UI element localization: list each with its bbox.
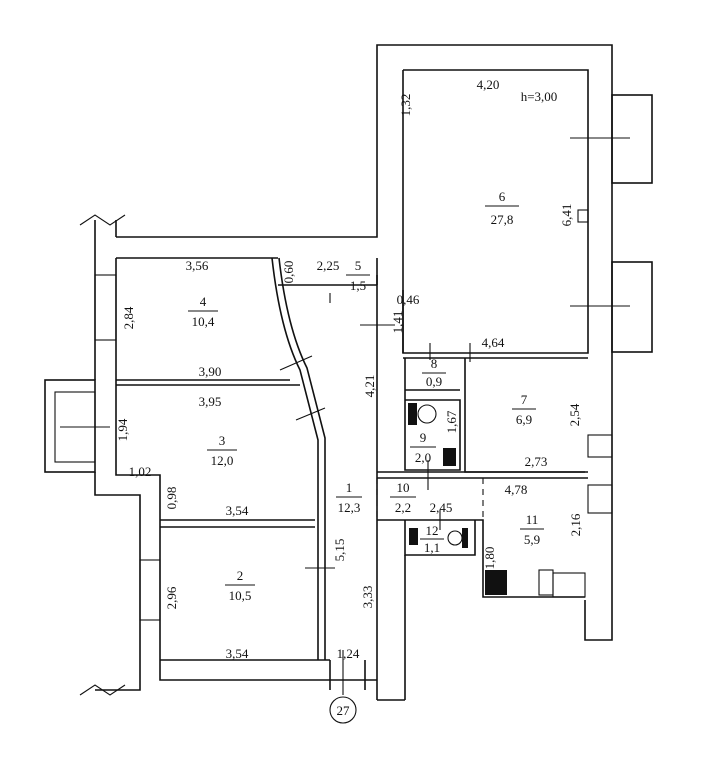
dimension: 3,56 <box>186 258 209 273</box>
dimension: 2,25 <box>317 258 340 273</box>
dimension: 4,78 <box>505 482 528 497</box>
room-area: 12,3 <box>338 500 361 515</box>
room-number: 2 <box>237 568 244 583</box>
room-number: 9 <box>420 430 427 445</box>
dimension: 2,16 <box>568 513 583 536</box>
room-number: 12 <box>426 523 439 538</box>
room-number: 5 <box>355 258 362 273</box>
room-6-label: 627,8 <box>485 189 519 227</box>
room-3-label: 312,0 <box>207 433 237 468</box>
dimension: 1,67 <box>444 410 459 433</box>
room-area: 0,9 <box>426 374 442 389</box>
dimension: 4,21 <box>362 375 377 398</box>
room-area: 6,9 <box>516 412 532 427</box>
dimension: 1,32 <box>398 94 413 117</box>
room-number: 7 <box>521 392 528 407</box>
walls <box>44 44 653 701</box>
dimension: 3,95 <box>199 394 222 409</box>
room-11-label: 115,9 <box>520 512 544 547</box>
room-area: 1,1 <box>424 540 440 555</box>
building-number: 27 <box>337 703 351 718</box>
fixtures <box>408 403 586 598</box>
room-area: 27,8 <box>491 212 514 227</box>
sink-icon <box>443 448 456 466</box>
dimension-labels: 4,20 h=3,00 1,32 6,41 3,56 0,60 2,25 0,4… <box>115 77 583 661</box>
dimension: 2,84 <box>121 306 136 329</box>
dimension: 2,96 <box>164 586 179 609</box>
dimension: 2,54 <box>567 403 582 426</box>
dimension: 5,15 <box>332 539 347 562</box>
sink-icon <box>409 528 418 545</box>
room-2-label: 210,5 <box>225 568 255 603</box>
room-number: 8 <box>431 356 438 371</box>
dimension: 1,24 <box>337 646 360 661</box>
room-4-label: 410,4 <box>188 294 218 329</box>
dimension: 1,94 <box>115 418 130 441</box>
dimension: 2,73 <box>525 454 548 469</box>
room-area: 12,0 <box>211 453 234 468</box>
room-8-label: 80,9 <box>422 356 446 389</box>
room-area: 1,5 <box>350 278 366 293</box>
room-area: 5,9 <box>524 532 540 547</box>
sink-icon <box>485 570 507 595</box>
room-12-label: 121,1 <box>420 523 444 555</box>
room-area: 10,5 <box>229 588 252 603</box>
dimension: 0,46 <box>397 292 420 307</box>
room-area: 10,4 <box>192 314 215 329</box>
toilet-icon <box>408 403 417 425</box>
toilet-icon <box>447 530 463 546</box>
dimension: 1,02 <box>129 464 152 479</box>
dimension: 0,60 <box>281 261 296 284</box>
room-number: 6 <box>499 189 506 204</box>
stove-icon <box>538 569 554 596</box>
dimension: 4,20 <box>477 77 500 92</box>
dimension: 3,90 <box>199 364 222 379</box>
room-area: 2,0 <box>415 450 431 465</box>
room-5-label: 51,5 <box>346 258 370 293</box>
room-1-label: 112,3 <box>336 480 362 515</box>
room-7-label: 76,9 <box>512 392 536 427</box>
dimension: 3,54 <box>226 646 249 661</box>
building-marker: 27 <box>329 696 357 724</box>
dimension: 1,41 <box>390 311 405 334</box>
room-number: 1 <box>346 480 353 495</box>
room-number: 10 <box>397 480 410 495</box>
room-labels: 627,8 410,4 51,5 80,9 92,0 76,9 312,0 11… <box>188 189 544 603</box>
room-area: 2,2 <box>395 500 411 515</box>
ceiling-height: h=3,00 <box>521 89 558 104</box>
room-number: 4 <box>200 294 207 309</box>
room-number: 11 <box>526 512 539 527</box>
dimension: 3,54 <box>226 503 249 518</box>
dimension: 6,41 <box>559 204 574 227</box>
dimension: 2,45 <box>430 500 453 515</box>
dimension: 3,33 <box>360 586 375 609</box>
dimension: 0,98 <box>164 487 179 510</box>
room-10-label: 102,2 <box>390 480 416 515</box>
room-number: 3 <box>219 433 226 448</box>
room-9-label: 92,0 <box>410 430 436 465</box>
dimension: 1,80 <box>482 547 497 570</box>
dimension: 4,64 <box>482 335 505 350</box>
